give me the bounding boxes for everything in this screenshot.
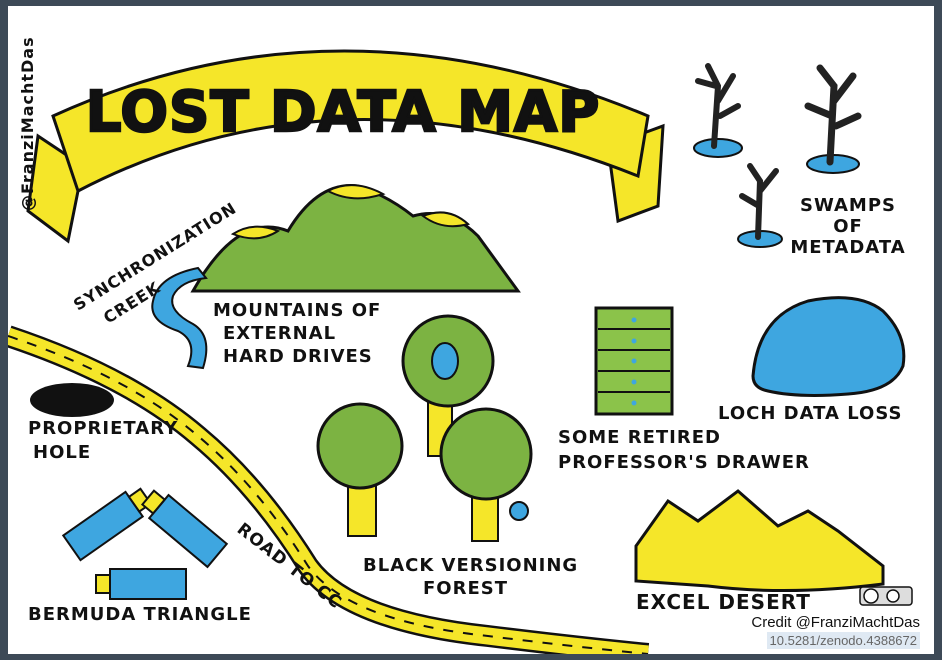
cc-license-badge <box>859 586 913 606</box>
excel-desert: EXCEL DESERT <box>634 489 885 614</box>
drawer-label-1: SOME RETIRED <box>558 427 721 448</box>
map-frame: LOST DATA MAP @FranziMachtDas SWAMPS OF … <box>8 6 934 654</box>
forest-label-2: FOREST <box>423 578 508 599</box>
proprietary-label-1: PROPRIETARY <box>28 418 178 439</box>
swamps-label-2: OF <box>833 216 863 237</box>
author-tag: @FranziMachtDas <box>18 36 37 211</box>
mountains-label-2: EXTERNAL <box>223 323 336 344</box>
mountains-label-3: HARD DRIVES <box>223 346 373 367</box>
doi-link[interactable]: 10.5281/zenodo.4388672 <box>766 632 920 649</box>
map-title: LOST DATA MAP <box>86 80 601 145</box>
lost-data-map-illustration: LOST DATA MAP @FranziMachtDas SWAMPS OF … <box>8 36 913 654</box>
credit-text: Credit @FranziMachtDas <box>751 614 920 631</box>
loch-data-loss: LOCH DATA LOSS <box>718 296 906 424</box>
black-versioning-forest: BLACK VERSIONING FOREST <box>316 314 578 599</box>
drawer-label-2: PROFESSOR'S DRAWER <box>558 452 810 473</box>
mountains-label-1: MOUNTAINS OF <box>213 300 381 321</box>
bermuda-label: BERMUDA TRIANGLE <box>28 604 252 625</box>
proprietary-label-2: HOLE <box>33 442 91 463</box>
swamps-label-1: SWAMPS <box>800 195 896 216</box>
bermuda-triangle: BERMUDA TRIANGLE <box>28 487 252 625</box>
loch-label: LOCH DATA LOSS <box>718 403 902 424</box>
proprietary-hole: PROPRIETARY HOLE <box>28 383 178 463</box>
excel-label: EXCEL DESERT <box>636 590 811 614</box>
forest-label-1: BLACK VERSIONING <box>363 555 578 576</box>
professors-drawer: SOME RETIRED PROFESSOR'S DRAWER <box>558 306 810 473</box>
swamps-label-3: METADATA <box>790 237 905 258</box>
mountains-of-external-hard-drives: MOUNTAINS OF EXTERNAL HARD DRIVES <box>190 184 521 367</box>
title-banner: LOST DATA MAP <box>26 49 665 244</box>
swamps-of-metadata: SWAMPS OF METADATA <box>693 63 905 258</box>
